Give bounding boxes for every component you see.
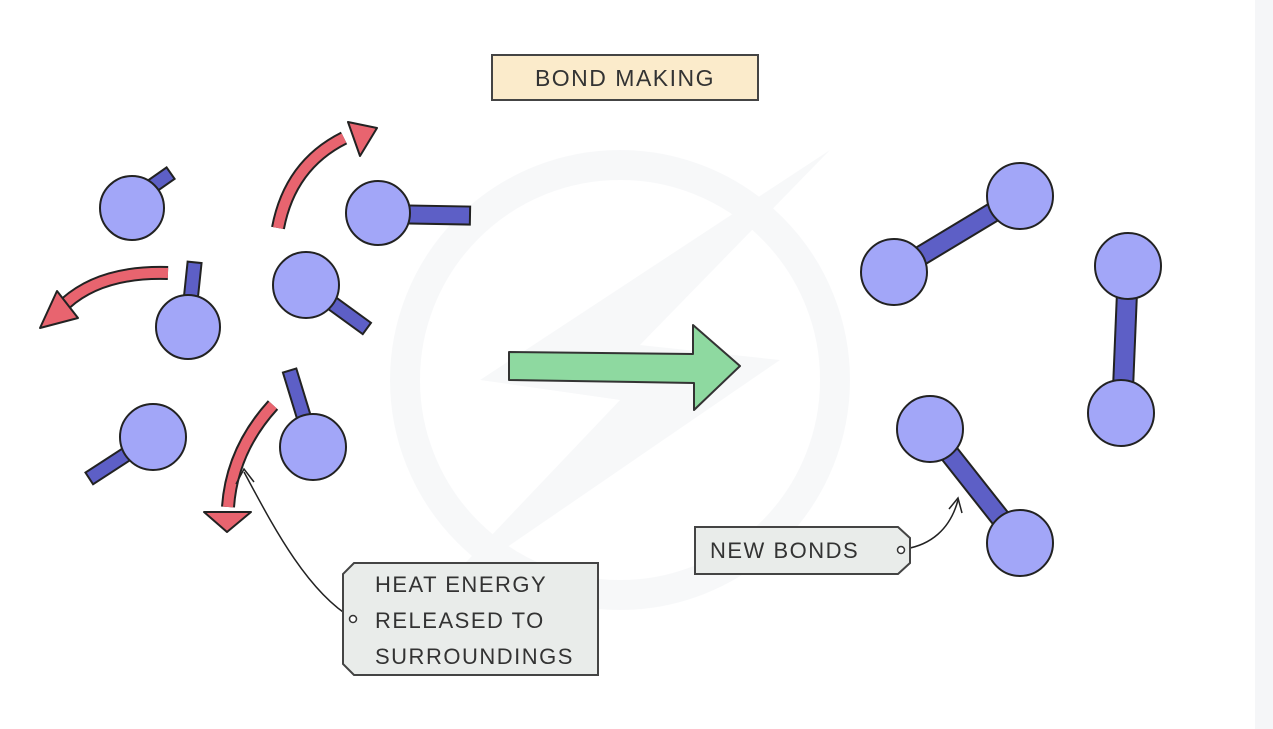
heat-arrow [271,121,378,230]
product-molecule [860,162,1054,306]
title-box: BOND MAKING [491,54,759,101]
reactant-molecule [279,367,347,481]
heat-label-line-3: SURROUNDINGS [375,644,574,669]
heat-arrows [39,121,378,533]
title-text: BOND MAKING [535,65,715,91]
heat-arrow [203,400,279,533]
reactant-molecule [155,260,221,360]
right-edge-strip [1255,0,1273,729]
reaction-arrow [508,324,741,411]
reactant-molecule [84,403,187,486]
reactant-molecule [99,166,177,241]
reactant-molecules [84,166,472,486]
heat-label-line-1: HEAT ENERGY [375,572,547,597]
product-molecule [896,395,1054,577]
product-molecules [860,162,1162,577]
product-molecule [1087,232,1162,447]
reactant-molecule [345,180,472,246]
heat-arrow [39,265,169,329]
reactant-molecule [272,251,373,336]
heat-energy-tag: HEAT ENERGY RELEASED TO SURROUNDINGS [235,467,599,676]
new-bonds-tag: NEW BONDS [694,496,963,575]
heat-label-line-2: RELEASED TO [375,608,545,633]
new-bonds-label: NEW BONDS [710,538,859,563]
